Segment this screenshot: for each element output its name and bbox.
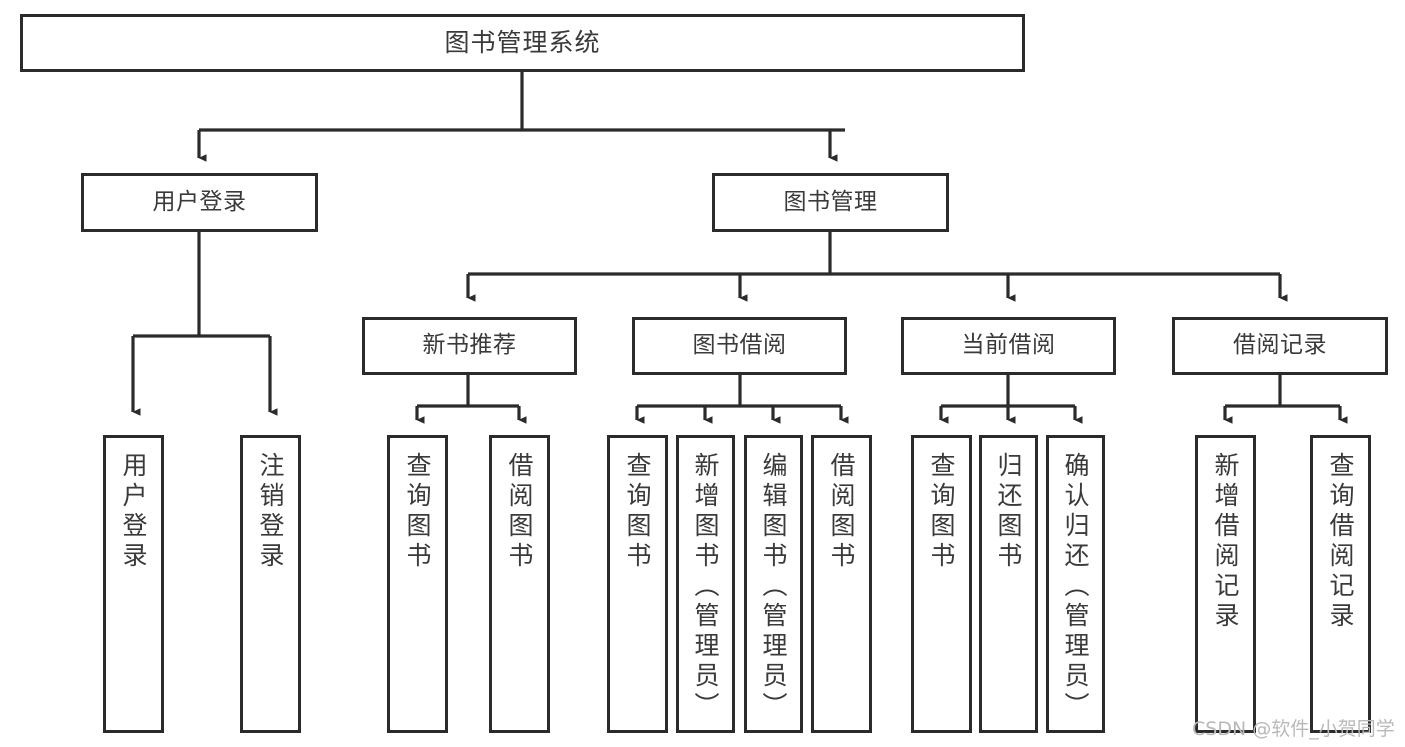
node-root-book-management-system[interactable]: 图书管理系统 — [20, 14, 1025, 72]
leaf-record-query-borrow-record[interactable]: 查询借阅记录 — [1310, 435, 1371, 733]
node-label: 图书管理 — [783, 188, 878, 215]
node-label: 借阅图书 — [827, 452, 856, 572]
leaf-borrow-edit-book-admin[interactable]: 编辑图书（管理员） — [744, 435, 803, 733]
node-label: 新书推荐 — [422, 332, 517, 359]
leaf-current-query-book[interactable]: 查询图书 — [911, 435, 972, 733]
node-label: 查询借阅记录 — [1326, 452, 1355, 632]
leaf-current-confirm-return-admin[interactable]: 确认归还（管理员） — [1046, 435, 1105, 733]
leaf-record-add-borrow-record[interactable]: 新增借阅记录 — [1195, 435, 1256, 733]
node-label: 用户登录 — [152, 188, 247, 215]
node-label: 确认归还（管理员） — [1061, 452, 1090, 722]
node-label: 查询图书 — [623, 452, 652, 572]
leaf-user-login[interactable]: 用户登录 — [103, 435, 164, 733]
leaf-logout-login[interactable]: 注销登录 — [240, 435, 301, 733]
node-label: 当前借阅 — [961, 332, 1056, 359]
node-book-management[interactable]: 图书管理 — [712, 173, 949, 232]
node-label: 图书借阅 — [692, 332, 787, 359]
node-borrow-record[interactable]: 借阅记录 — [1172, 317, 1388, 375]
node-user-login[interactable]: 用户登录 — [81, 173, 318, 232]
node-label: 新增图书（管理员） — [691, 452, 720, 722]
node-label: 编辑图书（管理员） — [759, 452, 788, 722]
node-label: 查询图书 — [927, 452, 956, 572]
node-label: 新增借阅记录 — [1211, 452, 1240, 632]
node-label: 查询图书 — [403, 452, 432, 572]
node-new-book-recommend[interactable]: 新书推荐 — [362, 317, 577, 375]
node-current-borrow[interactable]: 当前借阅 — [901, 317, 1116, 375]
node-label: 用户登录 — [119, 452, 148, 572]
leaf-newbook-query-book[interactable]: 查询图书 — [387, 435, 448, 733]
leaf-borrow-add-book-admin[interactable]: 新增图书（管理员） — [676, 435, 735, 733]
node-label: 图书管理系统 — [444, 28, 601, 57]
leaf-borrow-borrow-book[interactable]: 借阅图书 — [811, 435, 872, 733]
node-label: 注销登录 — [256, 452, 285, 572]
node-label: 借阅记录 — [1233, 332, 1327, 359]
leaf-borrow-query-book[interactable]: 查询图书 — [607, 435, 668, 733]
node-label: 借阅图书 — [505, 452, 534, 572]
node-book-borrow[interactable]: 图书借阅 — [632, 317, 847, 375]
node-label: 归还图书 — [994, 452, 1023, 572]
leaf-current-return-book[interactable]: 归还图书 — [979, 435, 1038, 733]
leaf-newbook-borrow-book[interactable]: 借阅图书 — [489, 435, 550, 733]
